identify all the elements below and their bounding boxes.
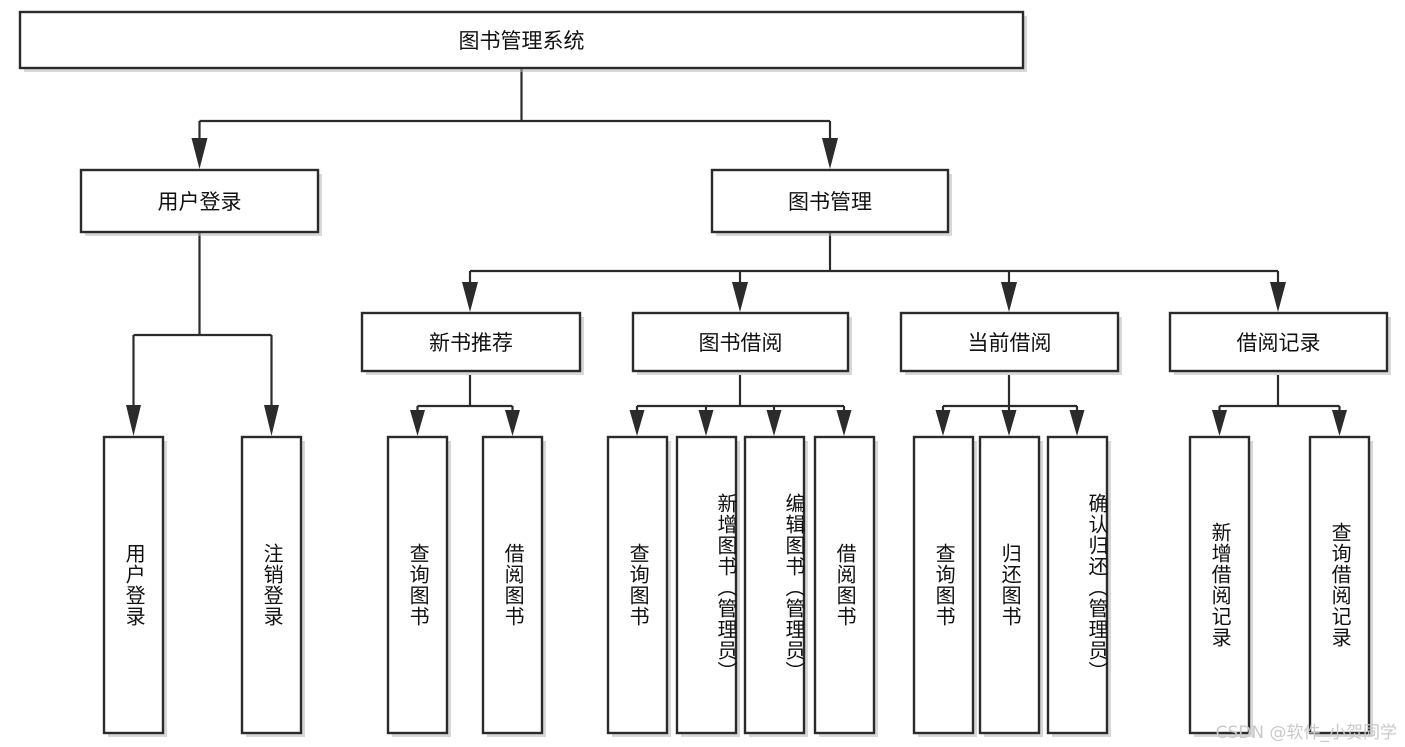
arrow-head-leaf-edit-book	[766, 410, 782, 436]
arrow-head-book-borrow	[732, 282, 748, 312]
edges-layer	[126, 68, 1347, 436]
node-root-label: 图书管理系统	[459, 29, 585, 53]
arrow-head-leaf-return-book	[1001, 410, 1017, 436]
node-current-borrow[interactable]	[899, 311, 1120, 373]
arrow-head-user-login	[191, 138, 208, 169]
arrow-head-leaf-borrow-book-2	[836, 410, 852, 436]
node-new-book-recommend-label: 新书推荐	[429, 331, 513, 355]
arrow-head-leaf-query-book-2	[629, 410, 645, 436]
arrow-head-book-management	[822, 138, 838, 169]
arrow-head-leaf-add-book	[698, 410, 714, 436]
node-leaf-return-book[interactable]	[978, 435, 1041, 735]
node-leaf-add-borrow-record[interactable]	[1188, 435, 1251, 735]
node-book-borrow[interactable]	[631, 311, 850, 373]
arrow-head-current-borrow	[1001, 282, 1017, 312]
node-borrow-record[interactable]	[1168, 311, 1389, 373]
arrow-head-leaf-query-book-3	[935, 410, 951, 436]
node-current-borrow-label: 当前借阅	[968, 331, 1052, 355]
arrow-head-leaf-confirm-return	[1069, 410, 1085, 436]
node-leaf-borrow-book-1[interactable]	[481, 435, 544, 735]
node-user-login[interactable]	[79, 168, 320, 234]
arrow-head-leaf-borrow-book-1	[505, 410, 520, 436]
arrow-head-leaf-user-login	[126, 405, 141, 436]
arrow-head-leaf-add-borrow-record	[1212, 410, 1227, 436]
node-leaf-query-book-1[interactable]	[386, 435, 449, 735]
node-borrow-record-label: 借阅记录	[1237, 331, 1321, 355]
node-leaf-add-book[interactable]	[675, 435, 738, 735]
node-root[interactable]	[18, 10, 1025, 70]
node-leaf-query-book-2[interactable]	[606, 435, 669, 735]
arrow-head-borrow-record	[1270, 282, 1286, 312]
arrow-head-leaf-query-borrow-record	[1332, 410, 1347, 436]
nodes-layer: 图书管理系统 用户登录 图书管理 新书推荐 图书借阅 当前借阅 借阅记录	[18, 10, 1391, 737]
node-leaf-confirm-return[interactable]	[1046, 435, 1109, 735]
node-leaf-borrow-book-2[interactable]	[813, 435, 876, 735]
arrow-head-new-book-recommend	[462, 282, 478, 312]
node-leaf-query-borrow-record[interactable]	[1308, 435, 1371, 735]
arrow-head-leaf-user-logout	[264, 405, 279, 436]
node-book-management[interactable]	[710, 168, 950, 234]
node-user-login-label: 用户登录	[158, 190, 242, 214]
node-book-management-label: 图书管理	[788, 190, 872, 214]
arrow-head-leaf-query-book-1	[410, 410, 425, 436]
node-leaf-user-logout[interactable]	[240, 435, 303, 735]
node-new-book-recommend[interactable]	[360, 311, 582, 373]
csdn-watermark: CSDN @软件_小贺同学	[1215, 723, 1397, 743]
node-leaf-user-login[interactable]	[102, 435, 165, 735]
node-book-borrow-label: 图书借阅	[699, 331, 783, 355]
node-leaf-edit-book[interactable]	[743, 435, 806, 735]
node-leaf-query-book-3[interactable]	[912, 435, 975, 735]
